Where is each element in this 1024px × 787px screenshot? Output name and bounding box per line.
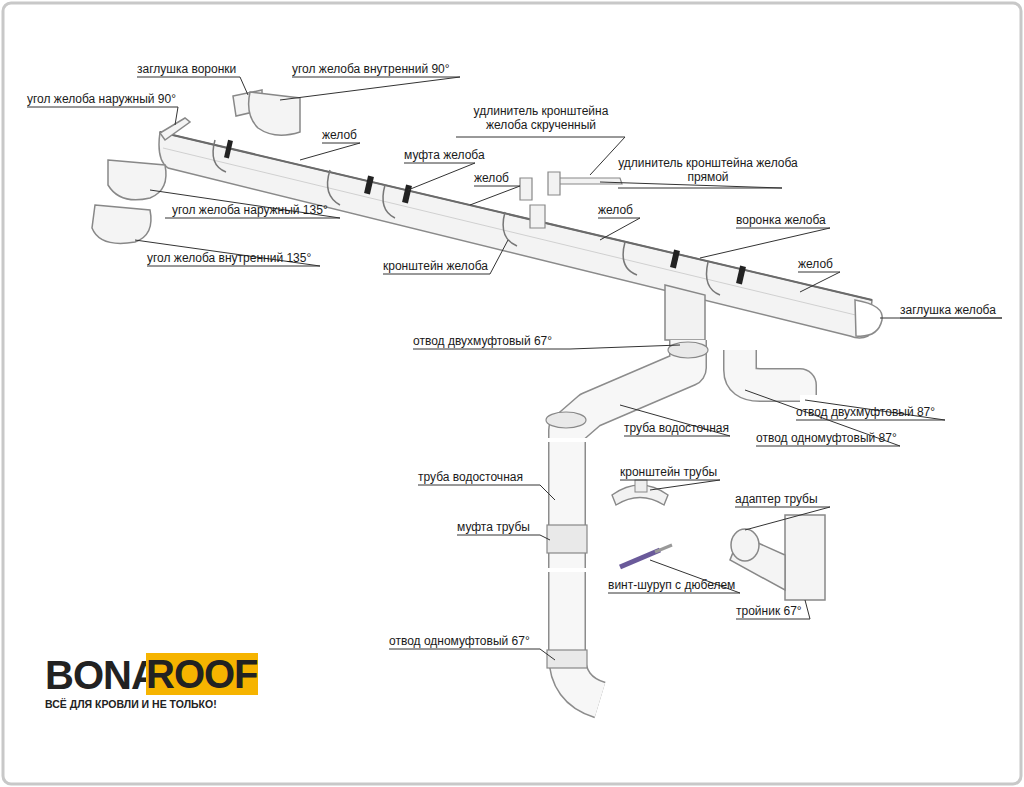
part-label: заглушка воронки	[137, 62, 236, 76]
gutter-funnel	[665, 285, 705, 340]
part-label: муфта желоба	[404, 148, 485, 162]
part-label: тройник 67°	[736, 604, 802, 618]
part-label: угол желоба внутренний 90°	[292, 62, 450, 76]
part-label: угол желоба наружный 90°	[27, 92, 176, 106]
part-label: винт-шуруп с дюбелем	[608, 578, 735, 592]
gutter-corners	[92, 90, 300, 243]
part-label: отвод двухмуфтовый 67°	[413, 334, 552, 348]
brand-logo: BONA	[45, 655, 159, 695]
logo-word: ROOF	[146, 654, 258, 694]
pipe-couplings	[546, 342, 708, 668]
part-label: кронштейн трубы	[620, 465, 717, 479]
gutter-run	[159, 132, 882, 338]
part-label: желоб	[798, 257, 833, 271]
part-label: отвод двухмуфтовый 87°	[796, 405, 935, 419]
part-label: адаптер трубы	[735, 492, 818, 506]
part-label: угол желоба внутренний 135°	[147, 251, 311, 265]
part-label: удлинитель кронштейна желоба скрученный	[456, 104, 626, 132]
logo-box: ROOF	[146, 653, 258, 695]
part-label: отвод одномуфтовый 87°	[756, 431, 897, 445]
part-label: воронка желоба	[736, 213, 826, 227]
part-label: удлинитель кронштейна желоба прямой	[618, 156, 798, 184]
part-label: желоб	[322, 128, 357, 142]
part-label: желоб	[598, 203, 633, 217]
part-label: кронштейн желоба	[383, 259, 488, 273]
pipe-gaps	[545, 440, 590, 570]
brand-tagline: ВСЁ ДЛЯ КРОВЛИ И НЕ ТОЛЬКО!	[45, 698, 217, 710]
part-label: желоб	[474, 171, 509, 185]
part-label: заглушка желоба	[900, 303, 996, 317]
part-label: угол желоба наружный 135°	[172, 203, 328, 217]
pipe-bracket	[612, 480, 668, 505]
bracket-extenders	[520, 172, 622, 228]
part-label: муфта трубы	[457, 520, 530, 534]
downpipe	[567, 340, 800, 700]
part-label: труба водосточная	[624, 421, 729, 435]
page-frame	[3, 3, 1021, 784]
screw-with-plug	[620, 545, 672, 567]
part-label: отвод одномуфтовый 67°	[389, 634, 530, 648]
pipe-tee	[730, 515, 825, 600]
part-label: труба водосточная	[418, 470, 523, 484]
leader-lines	[27, 77, 1002, 660]
